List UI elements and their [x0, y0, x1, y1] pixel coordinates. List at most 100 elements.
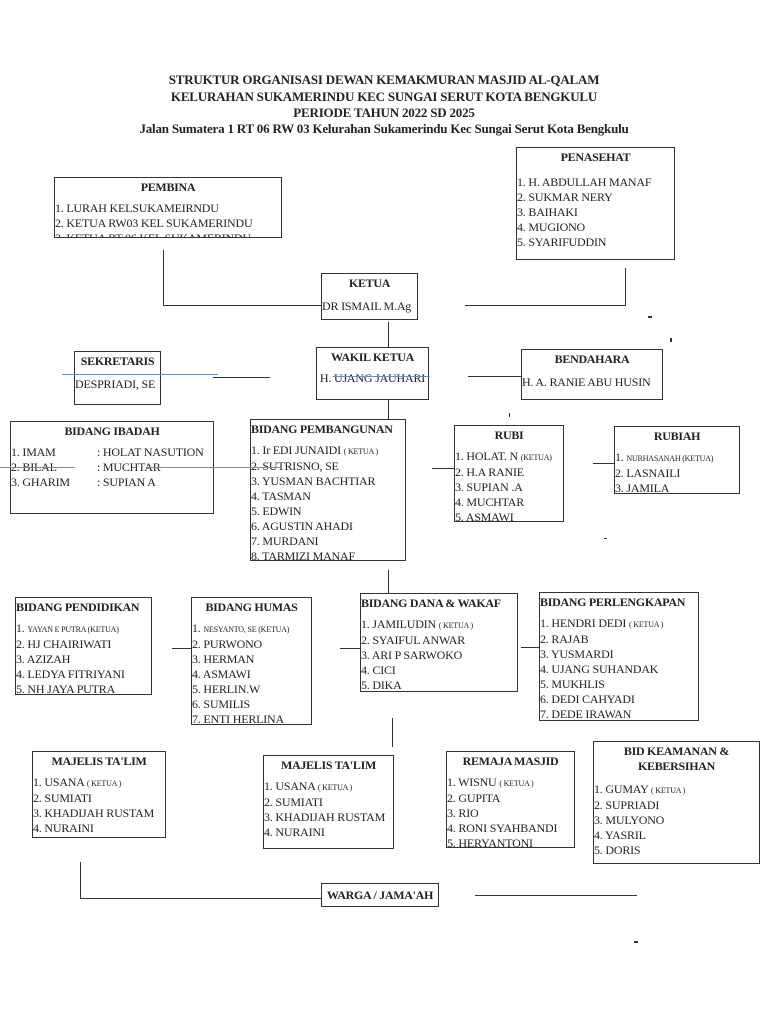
list-item: 4. NURAINI: [33, 821, 165, 836]
box-title: REMAJA MASJID: [462, 754, 559, 768]
member-name: 3. JAMILA: [615, 481, 670, 494]
address-line: Jalan Sumatera 1 RT 06 RW 03 Kelurahan S…: [139, 121, 629, 136]
member-name: 3. BAIHAKI: [517, 205, 578, 219]
list-item: 1. GUMAY ( KETUA ): [594, 782, 759, 798]
accent-line: [333, 376, 430, 377]
member-name: 3. SUPIAN .A: [455, 480, 523, 494]
member-name: 7. ENTI HERLINA: [192, 712, 284, 725]
box-title: PEMBINA: [140, 180, 196, 194]
member-name: 4. NURAINI: [33, 821, 94, 835]
member-name: : SUPIAN A: [97, 475, 156, 489]
accent-line: [0, 467, 75, 468]
member-name: 1. LURAH KELSUKAMEIRNDU: [55, 201, 219, 215]
list-item: 2. RAJAB: [540, 632, 698, 647]
member-name: 2. SUKMAR NERY: [517, 190, 613, 204]
member-name: 5. NH JAYA PUTRA: [16, 682, 116, 695]
connector-line: [172, 648, 191, 649]
list-item: 3. KHADIJAH RUSTAM: [33, 806, 165, 821]
box-title: SEKRETARIS: [80, 354, 155, 368]
member-note: ( KETUA ): [86, 779, 122, 788]
list-item: 4. MUCHTAR: [455, 495, 563, 510]
member-name: 2. PURWONO: [192, 637, 263, 651]
list-item: 5. EDWIN: [251, 504, 405, 519]
box-bidang-dana-wakaf: BIDANG DANA & WAKAF 1. JAMILUDIN ( KETUA …: [360, 593, 518, 692]
box-title: RUBI: [494, 428, 524, 442]
member-name: 3. AZIZAH: [16, 652, 71, 666]
list-item: 4. RONI SYAHBANDI: [447, 821, 574, 836]
list-item: 1. USANA ( KETUA ): [264, 779, 393, 795]
member-name: 5. HERYANTONI: [447, 836, 533, 848]
member-note: ( KETUA ): [499, 779, 534, 788]
connector-line: [593, 463, 614, 464]
list-item: 1. WISNU ( KETUA ): [447, 775, 574, 791]
member-name: 1. GUMAY: [594, 782, 651, 796]
member-name: 3. KHADIJAH RUSTAM: [264, 810, 386, 824]
member-name: 4. TASMAN: [251, 489, 311, 503]
member-note: NESYANTO, SE (KETUA): [203, 625, 290, 634]
connector-line: [521, 647, 539, 648]
list-item: 3. MULYONO: [594, 813, 759, 828]
connector-line: [432, 468, 454, 469]
list-item: 3. YUSMAN BACHTIAR: [251, 474, 405, 489]
member-name: 4. YASRIL: [594, 828, 646, 842]
list-item: 2. SUKMAR NERY: [517, 190, 674, 205]
list-item: 5. DORIS: [594, 843, 759, 858]
box-warga-jamaah: WARGA / JAMA'AH: [321, 883, 439, 907]
member-name: 2. SUMIATI: [264, 795, 323, 809]
member-name: 1.: [192, 621, 204, 635]
list-item: 2. H.A RANIE: [455, 465, 563, 480]
connector-line: [625, 268, 626, 306]
connector-line: [392, 718, 393, 747]
member-name: 6. SUMILIS: [192, 697, 251, 711]
member-list: 1. Ir EDI JUNAIDI ( KETUA )2. SUTRISNO, …: [251, 443, 405, 560]
title-line-2: KELURAHAN SUKAMERINDU KEC SUNGAI SERUT K…: [170, 89, 598, 104]
member-name: H. A. RANIE ABU HUSIN: [522, 375, 651, 389]
member-name: 4. RONI SYAHBANDI: [447, 821, 558, 835]
member-name: 7. DEDE IRAWAN: [540, 707, 632, 721]
list-item: 1. JAMILUDIN ( KETUA ): [361, 617, 517, 633]
stray-mark: [634, 941, 638, 943]
member-note: NURHASANAH (KETUA): [626, 454, 714, 463]
member-note: ( KETUA ): [651, 786, 686, 795]
member-name: 2. SYAIFUL ANWAR: [361, 633, 466, 647]
list-item: 1. USANA ( KETUA ): [33, 775, 165, 791]
list-item: 2. KETUA RW03 KEL SUKAMERINDU: [55, 216, 281, 231]
list-item: 5. DIKA: [361, 678, 517, 691]
list-item: 3. SUPIAN .A: [455, 480, 563, 495]
box-title: BIDANG IBADAH: [64, 424, 160, 438]
box-title: WARGA / JAMA'AH: [326, 888, 434, 902]
list-item: 1. NURHASANAH (KETUA): [615, 450, 739, 466]
list-item: 2. LASNAILI: [615, 466, 739, 481]
connector-line: [213, 377, 270, 378]
box-title: BIDANG DANA & WAKAF: [361, 596, 501, 610]
connector-line: [388, 400, 389, 419]
connector-line: [80, 898, 321, 899]
list-item: 7. MURDANI: [251, 534, 405, 549]
list-item: 3. BAIHAKI: [517, 205, 674, 220]
list-item: 3. JAMILA: [615, 481, 739, 494]
member-name: 2. SUTRISNO, SE: [251, 459, 339, 473]
list-item: 2. GUPITA: [447, 791, 574, 806]
list-item: 6. AGUSTIN AHADI: [251, 519, 405, 534]
member-name: 1.: [16, 621, 28, 635]
member-note: ( KETUA ): [317, 783, 353, 792]
list-item: 3. RIO: [447, 806, 574, 821]
list-item: 1. NESYANTO, SE (KETUA): [192, 621, 311, 637]
list-item: 5. SYARIFUDDIN: [517, 235, 674, 250]
member-name: 4. ASMAWI: [192, 667, 251, 681]
member-name: 5. EDWIN: [251, 504, 302, 518]
list-item: 4. ASMAWI: [192, 667, 311, 682]
list-item: 1. HOLAT. N (KETUA): [455, 449, 563, 465]
list-item: 1. HENDRI DEDI ( KETUA ): [540, 616, 698, 632]
box-remaja-masjid: REMAJA MASJID 1. WISNU ( KETUA )2. GUPITA…: [446, 751, 575, 848]
list-item: 3. ARI P SARWOKO: [361, 648, 517, 663]
